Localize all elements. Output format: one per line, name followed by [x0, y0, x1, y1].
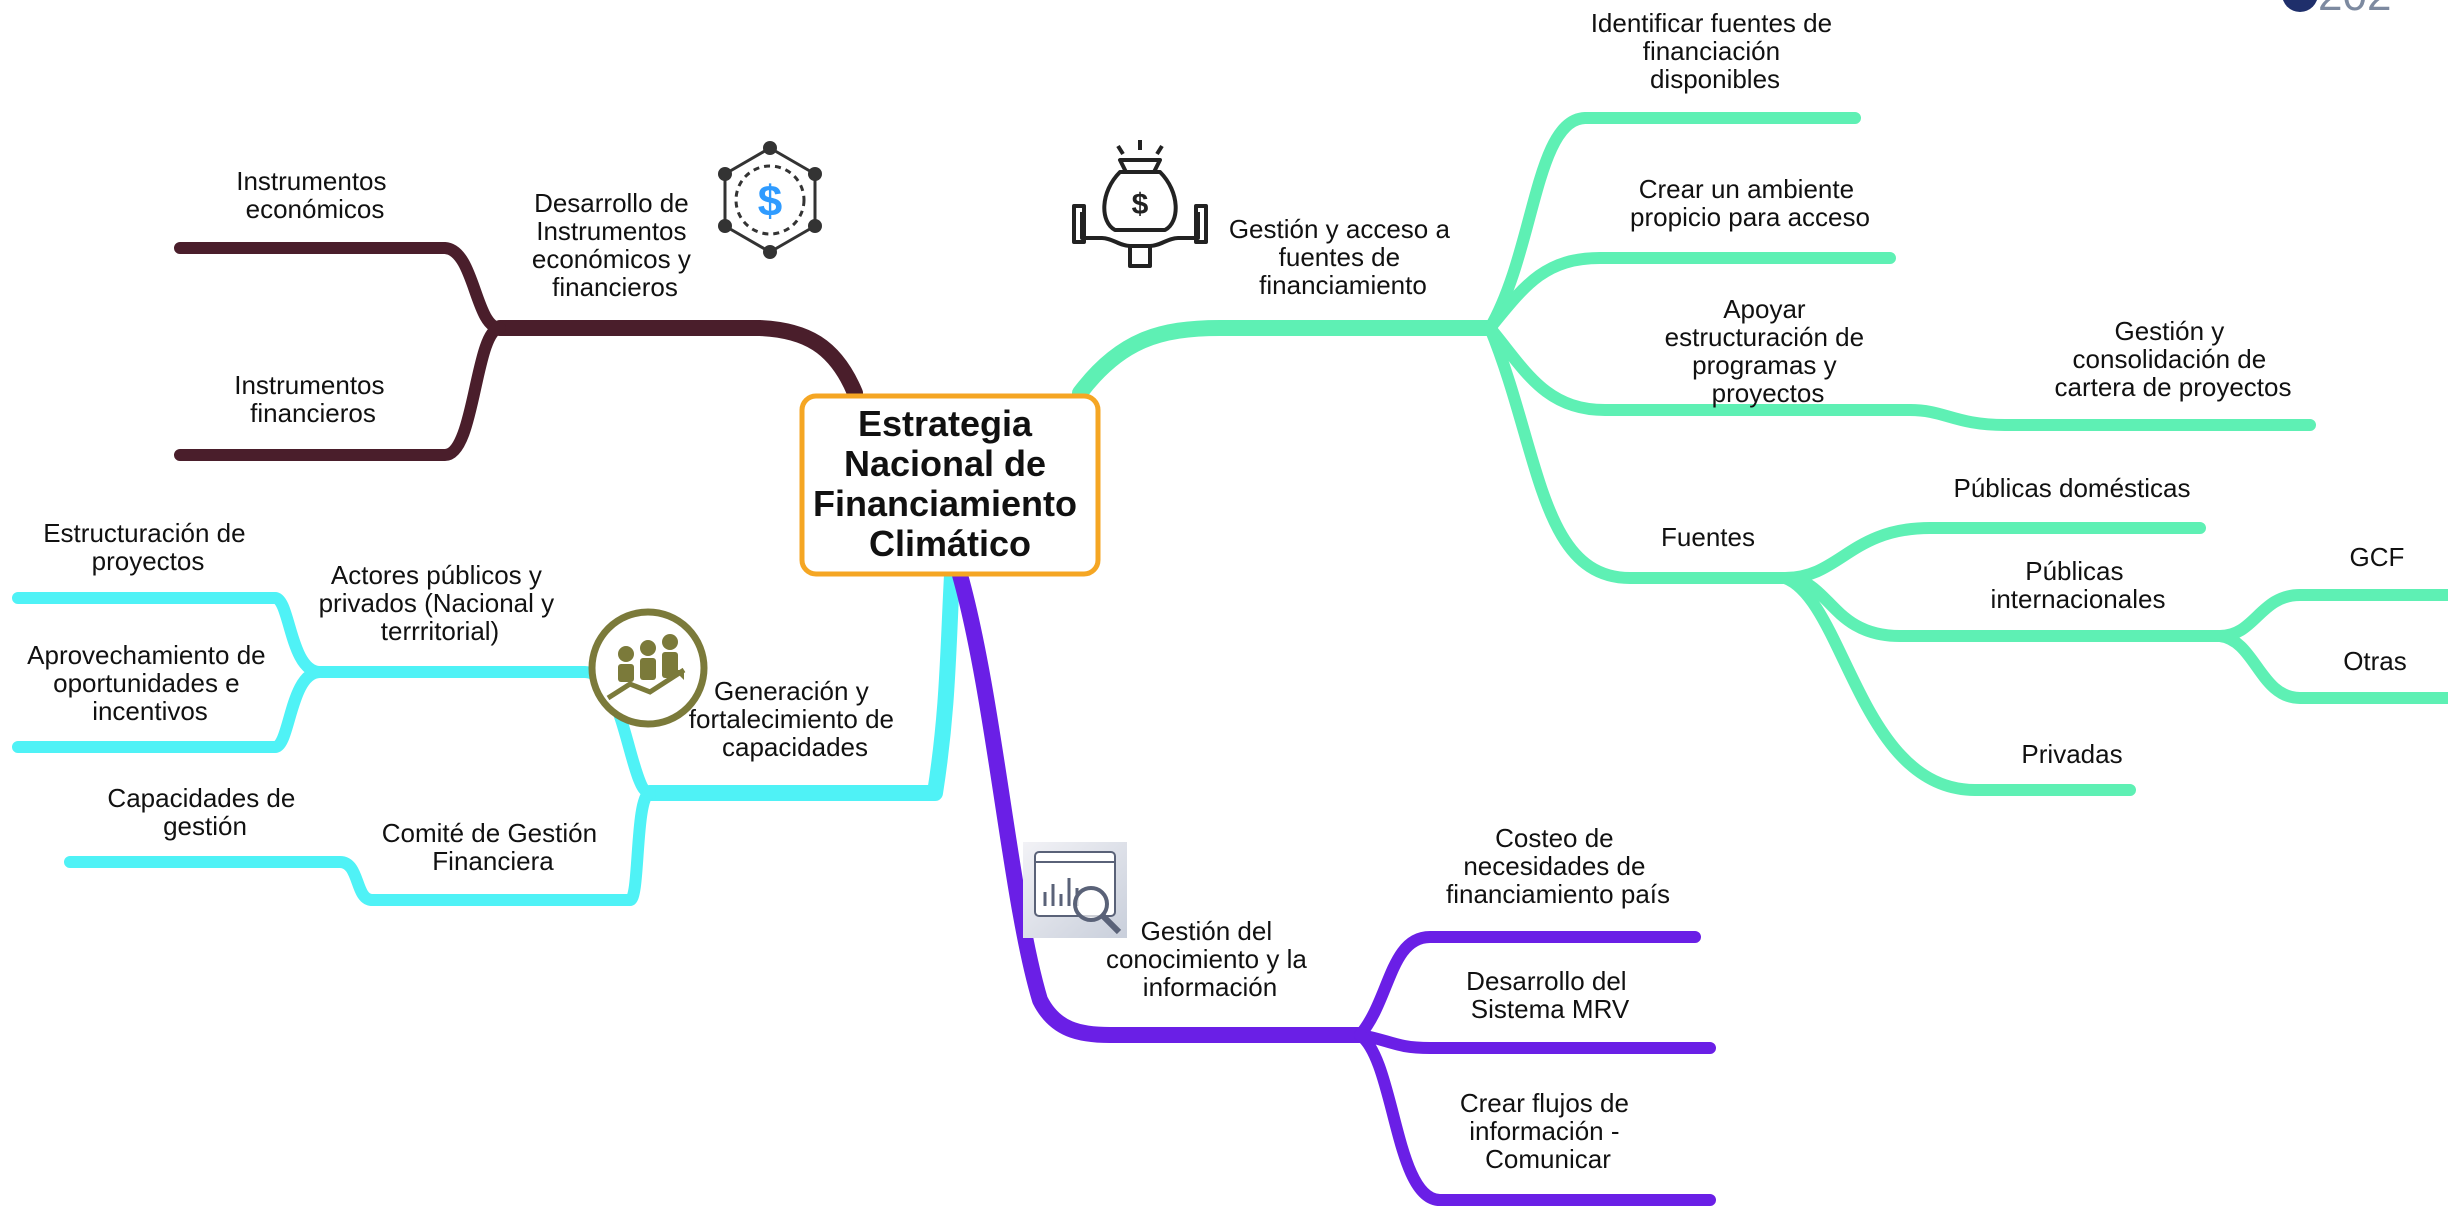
- connector-financing-to-identificar: [1484, 112, 1861, 334]
- node-conocimiento-main[interactable]: Gestión del conocimiento y la informació…: [1106, 916, 1314, 1002]
- node-otras[interactable]: Otras: [2343, 646, 2407, 676]
- node-privadas[interactable]: Privadas: [2021, 739, 2122, 769]
- node-apoyar-estructuracion[interactable]: Apoyar estructuración de programas y pro…: [1665, 294, 1872, 408]
- node-instrumentos-financieros[interactable]: Instrumentos financieros: [234, 370, 392, 428]
- connector-conocimiento-to-costeo: [1354, 931, 1701, 1041]
- connector-instruments-to-financieros: [174, 322, 506, 461]
- analytics-magnifier-icon: [1023, 842, 1127, 938]
- connector-center-to-instruments: [492, 320, 863, 401]
- node-financing-main[interactable]: Gestión y acceso a fuentes de financiami…: [1229, 214, 1457, 300]
- node-identificar-fuentes[interactable]: Identificar fuentes de financiación disp…: [1591, 8, 1840, 94]
- connector-conocimiento-to-flujos: [1354, 1029, 1716, 1206]
- connector-comite-to-gestion: [64, 856, 378, 906]
- node-sistema-mrv[interactable]: Desarrollo del Sistema MRV: [1466, 966, 1634, 1024]
- svg-text:$: $: [758, 177, 782, 226]
- central-topic-title: Estrategia Nacional de Financiamiento Cl…: [813, 403, 1087, 564]
- node-publicas-domesticas[interactable]: Públicas domésticas: [1954, 473, 2191, 503]
- connector-center-to-financing: [1072, 320, 1498, 401]
- connector-capacidades-to-comite: [366, 787, 656, 906]
- svg-text:202: 202: [2318, 0, 2391, 20]
- node-gcf[interactable]: GCF: [2350, 542, 2405, 572]
- connector-center-to-capacidades: [642, 567, 960, 801]
- node-costeo-necesidades[interactable]: Costeo de necesidades de financiamiento …: [1446, 823, 1670, 909]
- connector-internacionales-to-gcf: [2214, 589, 2448, 642]
- connector-instruments-to-economicos: [174, 242, 506, 334]
- connector-internacionales-to-otras: [2214, 630, 2448, 704]
- connector-actores-to-aprovechamiento: [12, 666, 326, 753]
- node-instruments-main[interactable]: Desarrollo de Instrumentos económicos y …: [532, 188, 698, 302]
- connector-financing-to-fuentes: [1484, 322, 1791, 584]
- node-capacidades-gestion[interactable]: Capacidades de gestión: [107, 783, 302, 841]
- node-gestion-cartera[interactable]: Gestión y consolidación de cartera de pr…: [2054, 316, 2291, 402]
- connector-fuentes-to-domesticas: [1779, 522, 2206, 584]
- node-instrumentos-economicos[interactable]: Instrumentos económicos: [236, 166, 394, 224]
- node-fuentes[interactable]: Fuentes: [1661, 522, 1755, 552]
- node-comite-gestion[interactable]: Comité de Gestión Financiera: [382, 818, 605, 876]
- central-topic[interactable]: Estrategia Nacional de Financiamiento Cl…: [799, 393, 1101, 577]
- node-capacidades-main[interactable]: Generación y fortalecimiento de capacida…: [689, 676, 901, 762]
- connector-fuentes-to-privadas: [1779, 572, 2136, 796]
- connector-financing-to-apoyar: [1484, 322, 1916, 416]
- connector-financing-to-ambiente: [1484, 252, 1896, 334]
- corner-logo: 202: [2283, 0, 2391, 20]
- svg-text:$: $: [1132, 188, 1149, 221]
- node-estructuracion-proyectos[interactable]: Estructuración de proyectos: [43, 518, 253, 576]
- node-actores-publicos[interactable]: Actores públicos y privados (Nacional y …: [319, 560, 562, 646]
- branch-capacidades: [12, 567, 960, 906]
- central-topic-box: [799, 393, 1101, 577]
- money-bag-hands-icon: $: [1072, 140, 1208, 268]
- node-crear-flujos[interactable]: Crear flujos de información - Comunicar: [1460, 1088, 1636, 1174]
- node-publicas-internacionales[interactable]: Públicas internacionales: [1991, 556, 2166, 614]
- connector-conocimiento-to-mrv: [1354, 1029, 1716, 1054]
- branch-financiamiento: [1072, 112, 2448, 796]
- team-growth-icon: [588, 608, 708, 728]
- node-aprovechamiento[interactable]: Aprovechamiento de oportunidades e incen…: [27, 640, 273, 726]
- money-network-icon: $: [718, 141, 822, 259]
- branch-instrumentos: [174, 242, 863, 461]
- node-crear-ambiente[interactable]: Crear un ambiente propicio para acceso: [1630, 174, 1870, 232]
- connector-apoyar-to-cartera: [1904, 404, 2316, 431]
